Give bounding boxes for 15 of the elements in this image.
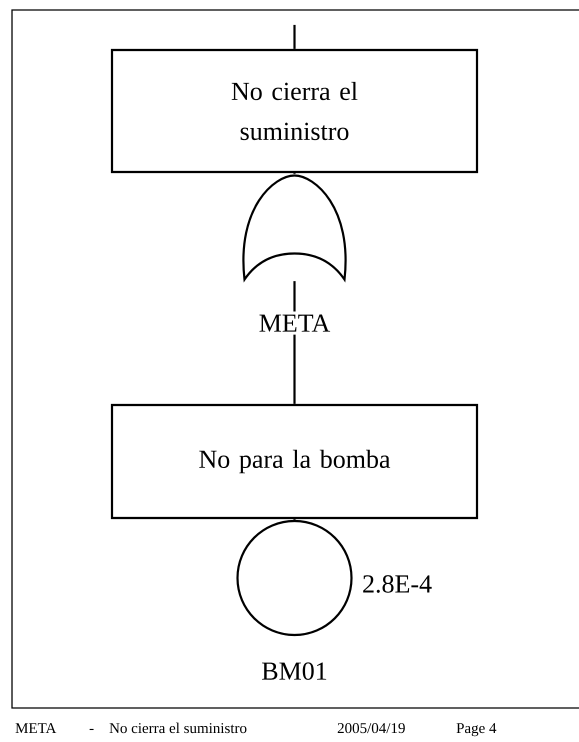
footer-text: 2005/04/19: [338, 723, 405, 734]
gate-label: META: [256, 312, 334, 335]
footer-text: META: [16, 723, 56, 733]
footer-text: Page 4: [456, 723, 496, 736]
connector-line: [293, 173, 296, 174]
connector-line: [293, 519, 296, 520]
footer-text: No cierra el suministro: [110, 722, 246, 734]
event-box: No cierra el suministro: [110, 48, 478, 174]
event-id-label: BM01: [262, 662, 326, 680]
probability-label: 2.8E-4: [363, 575, 432, 593]
connector-line: [293, 24, 296, 49]
or-gate: [242, 174, 347, 281]
basic-event-circle: [236, 520, 353, 636]
footer-text: -: [90, 728, 94, 730]
event-box: No para la bomba: [110, 404, 478, 520]
